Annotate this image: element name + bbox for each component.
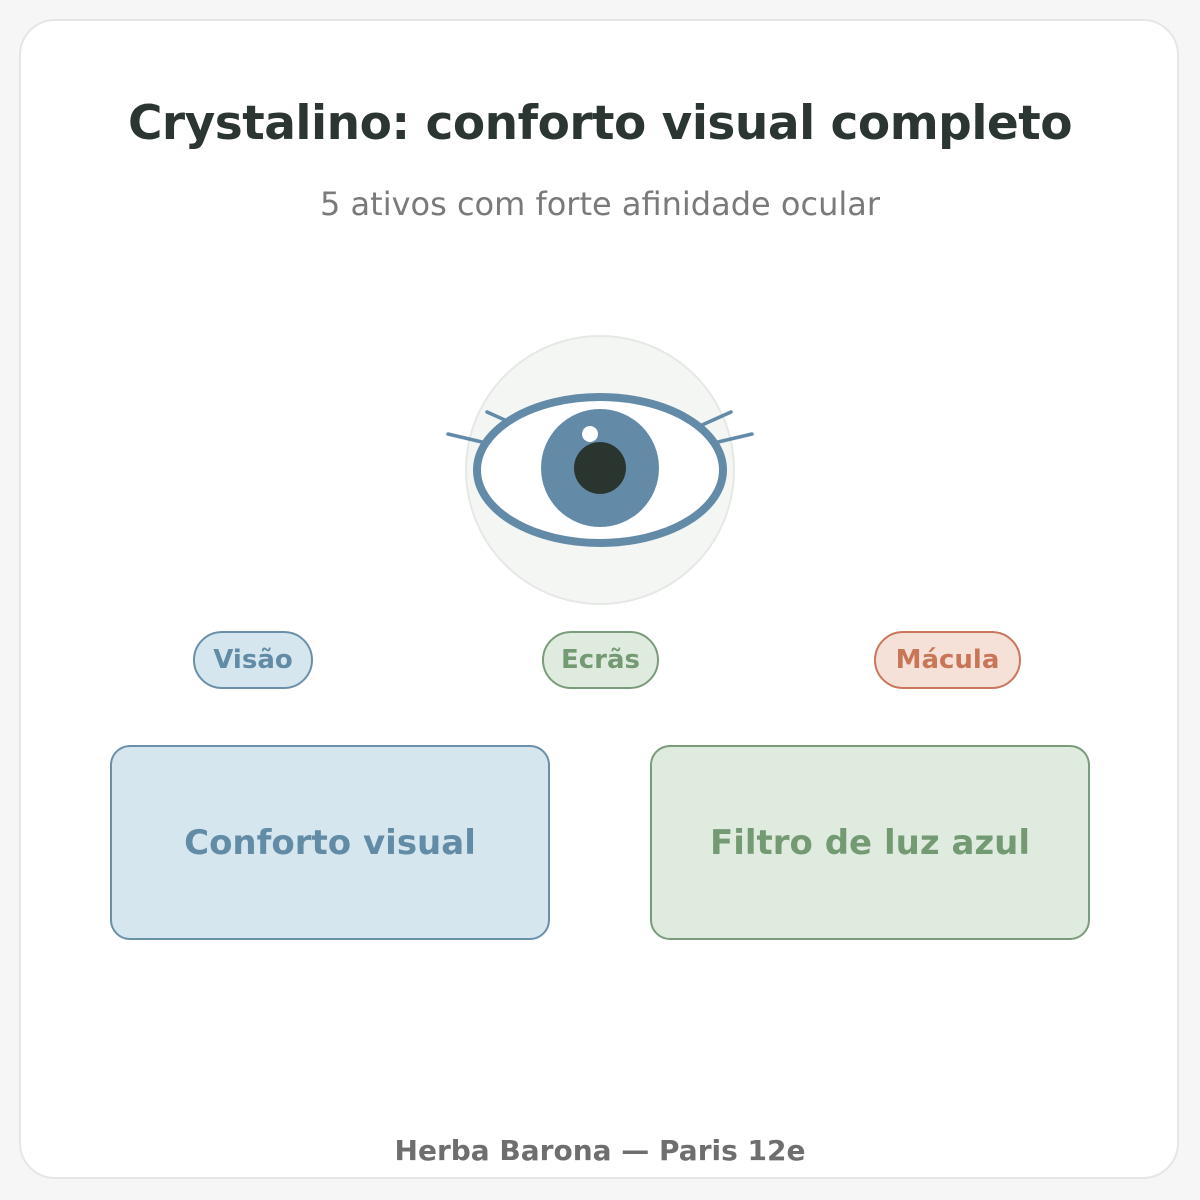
eye-icon (446, 335, 754, 605)
benefit-conforto-visual: Conforto visual (110, 745, 550, 940)
benefit-label: Conforto visual (184, 822, 476, 863)
eyelash-right-lower (716, 432, 754, 444)
tag-visao: Visão (193, 631, 313, 689)
eyelash-left-lower (446, 432, 484, 444)
benefit-label: Filtro de luz azul (709, 822, 1031, 863)
eye-illustration (440, 330, 760, 610)
footer-brand: Herba Barona — Paris 12e (394, 1134, 806, 1167)
page-subtitle: 5 ativos com forte afinidade ocular (320, 185, 880, 223)
eyelash-right-upper (700, 410, 733, 427)
eye-highlight (582, 426, 598, 442)
tag-ecras: Ecrãs (542, 631, 659, 689)
tag-macula: Mácula (874, 631, 1021, 689)
page-title: Crystalino: conforto visual completo (127, 96, 1073, 151)
benefit-filtro-luz-azul: Filtro de luz azul (650, 745, 1090, 940)
eye-pupil (574, 442, 626, 494)
